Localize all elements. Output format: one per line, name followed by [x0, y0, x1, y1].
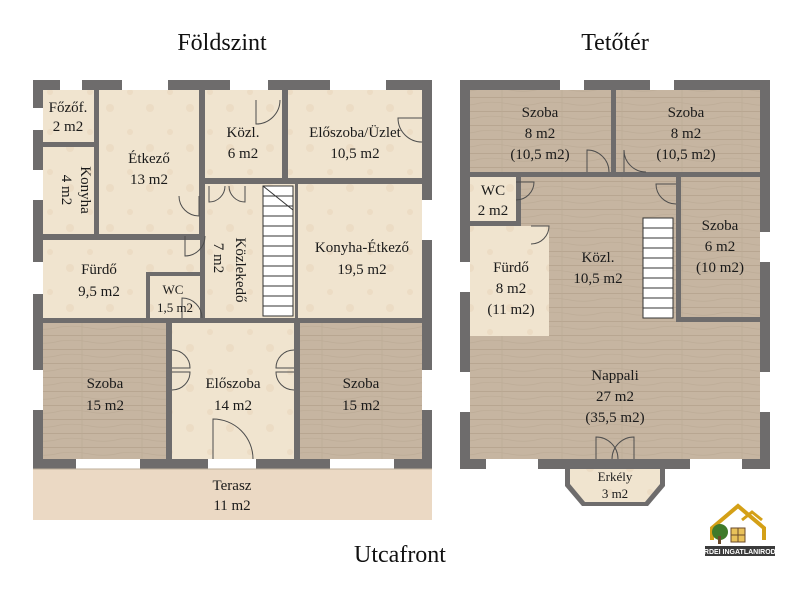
label-attic-szoba3-gross: (10 m2) — [696, 260, 744, 276]
label-nappali-area: 27 m2 — [596, 389, 634, 405]
label-konyha-name: Konyha — [77, 166, 93, 214]
logo-text: ERDEI INGATLANIRODA — [699, 549, 781, 556]
label-attic-szoba2-gross: (10,5 m2) — [656, 147, 715, 163]
room-szoba-3 — [681, 177, 760, 317]
wc-wall — [146, 272, 200, 276]
label-konyha-area: 4 m2 — [58, 175, 74, 205]
label-etkezo-name: Étkező — [128, 150, 170, 167]
title-street-front: Utcafront — [354, 542, 446, 568]
room-konyha — [43, 147, 94, 234]
room-wc — [150, 276, 200, 318]
ground-windows — [33, 80, 432, 469]
label-szoba-left-area: 15 m2 — [86, 398, 124, 414]
label-fozof-area: 2 m2 — [53, 119, 83, 135]
room-fozofulke — [43, 90, 94, 142]
room-kozl — [205, 90, 282, 178]
logo-tree-icon — [712, 524, 728, 540]
attic-doors — [515, 149, 677, 460]
label-furdo-name: Fürdő — [81, 262, 117, 278]
room-terasz — [33, 469, 432, 520]
label-attic-szoba2-area: 8 m2 — [671, 126, 701, 142]
label-kozlekedo-area: 7 m2 — [210, 243, 226, 273]
label-attic-furdo-name: Fürdő — [493, 260, 529, 276]
ground-floor-plan: Főzőf. 2 m2 Konyha 4 m2 Étkező 13 m2 Köz… — [33, 80, 432, 520]
label-attic-furdo-area: 8 m2 — [496, 281, 526, 297]
room-etkezo — [99, 90, 199, 234]
attic-stairs — [642, 217, 674, 319]
label-attic-szoba2-name: Szoba — [668, 105, 705, 121]
room-nappali — [470, 322, 760, 459]
label-attic-kozl-name: Közl. — [582, 250, 615, 266]
room-eloszoba-uzlet — [288, 90, 422, 178]
label-erkely-area: 3 m2 — [602, 486, 628, 501]
label-nappali-gross: (35,5 m2) — [585, 410, 644, 426]
label-attic-szoba3-name: Szoba — [702, 218, 739, 234]
label-wc-name: WC — [163, 282, 184, 297]
label-eloszoba-name: Előszoba — [206, 376, 261, 392]
room-konyha-etkezo — [298, 184, 422, 318]
attic-plan: Szoba 8 m2 (10,5 m2) Szoba 8 m2 (10,5 m2… — [460, 80, 770, 506]
label-attic-wc-name: WC — [481, 183, 505, 199]
label-kozl-name: Közl. — [227, 125, 260, 141]
room-szoba-2 — [616, 90, 760, 172]
label-eloszoba-area: 14 m2 — [214, 398, 252, 414]
label-attic-wc-area: 2 m2 — [478, 203, 508, 219]
room-szoba-right — [300, 323, 422, 459]
label-terasz-name: Terasz — [213, 478, 252, 494]
label-attic-szoba1-gross: (10,5 m2) — [510, 147, 569, 163]
label-attic-szoba1-area: 8 m2 — [525, 126, 555, 142]
label-nappali-name: Nappali — [591, 368, 638, 384]
label-eloszoba-uzlet-area: 10,5 m2 — [330, 146, 379, 162]
attic-labels: Szoba 8 m2 (10,5 m2) Szoba 8 m2 (10,5 m2… — [478, 105, 744, 501]
label-konyha-etkezo-area: 19,5 m2 — [337, 262, 386, 278]
title-ground-floor: Földszint — [177, 30, 267, 56]
label-szoba-left-name: Szoba — [87, 376, 124, 392]
wc-wall-side — [146, 272, 150, 318]
label-attic-kozl-area: 10,5 m2 — [573, 271, 622, 287]
label-etkezo-area: 13 m2 — [130, 172, 168, 188]
label-szoba-right-name: Szoba — [343, 376, 380, 392]
attic-windows — [460, 80, 770, 469]
label-eloszoba-uzlet-name: Előszoba/Üzlet — [309, 124, 401, 141]
ground-labels: Főzőf. 2 m2 Konyha 4 m2 Étkező 13 m2 Köz… — [49, 100, 409, 514]
room-attic-wc — [470, 177, 516, 221]
label-szoba-right-area: 15 m2 — [342, 398, 380, 414]
company-logo: ERDEI INGATLANIRODA — [699, 503, 781, 556]
label-terasz-area: 11 m2 — [213, 498, 250, 514]
title-attic: Tetőtér — [581, 30, 649, 56]
label-attic-szoba3-area: 6 m2 — [705, 239, 735, 255]
room-eloszoba — [172, 323, 294, 459]
ground-stairs — [262, 185, 294, 317]
room-erkely — [570, 469, 660, 502]
ground-doors — [171, 99, 423, 460]
label-kozlekedo-name: Közlekedő — [232, 238, 248, 303]
label-kozl-area: 6 m2 — [228, 146, 258, 162]
label-fozof-name: Főzőf. — [49, 100, 88, 116]
label-erkely-name: Erkély — [598, 469, 633, 484]
label-wc-area: 1,5 m2 — [157, 300, 193, 315]
label-attic-szoba1-name: Szoba — [522, 105, 559, 121]
label-konyha-etkezo-name: Konyha-Étkező — [315, 239, 409, 256]
label-furdo-area: 9,5 m2 — [78, 284, 120, 300]
room-szoba-left — [43, 323, 166, 459]
label-attic-furdo-gross: (11 m2) — [487, 302, 534, 318]
